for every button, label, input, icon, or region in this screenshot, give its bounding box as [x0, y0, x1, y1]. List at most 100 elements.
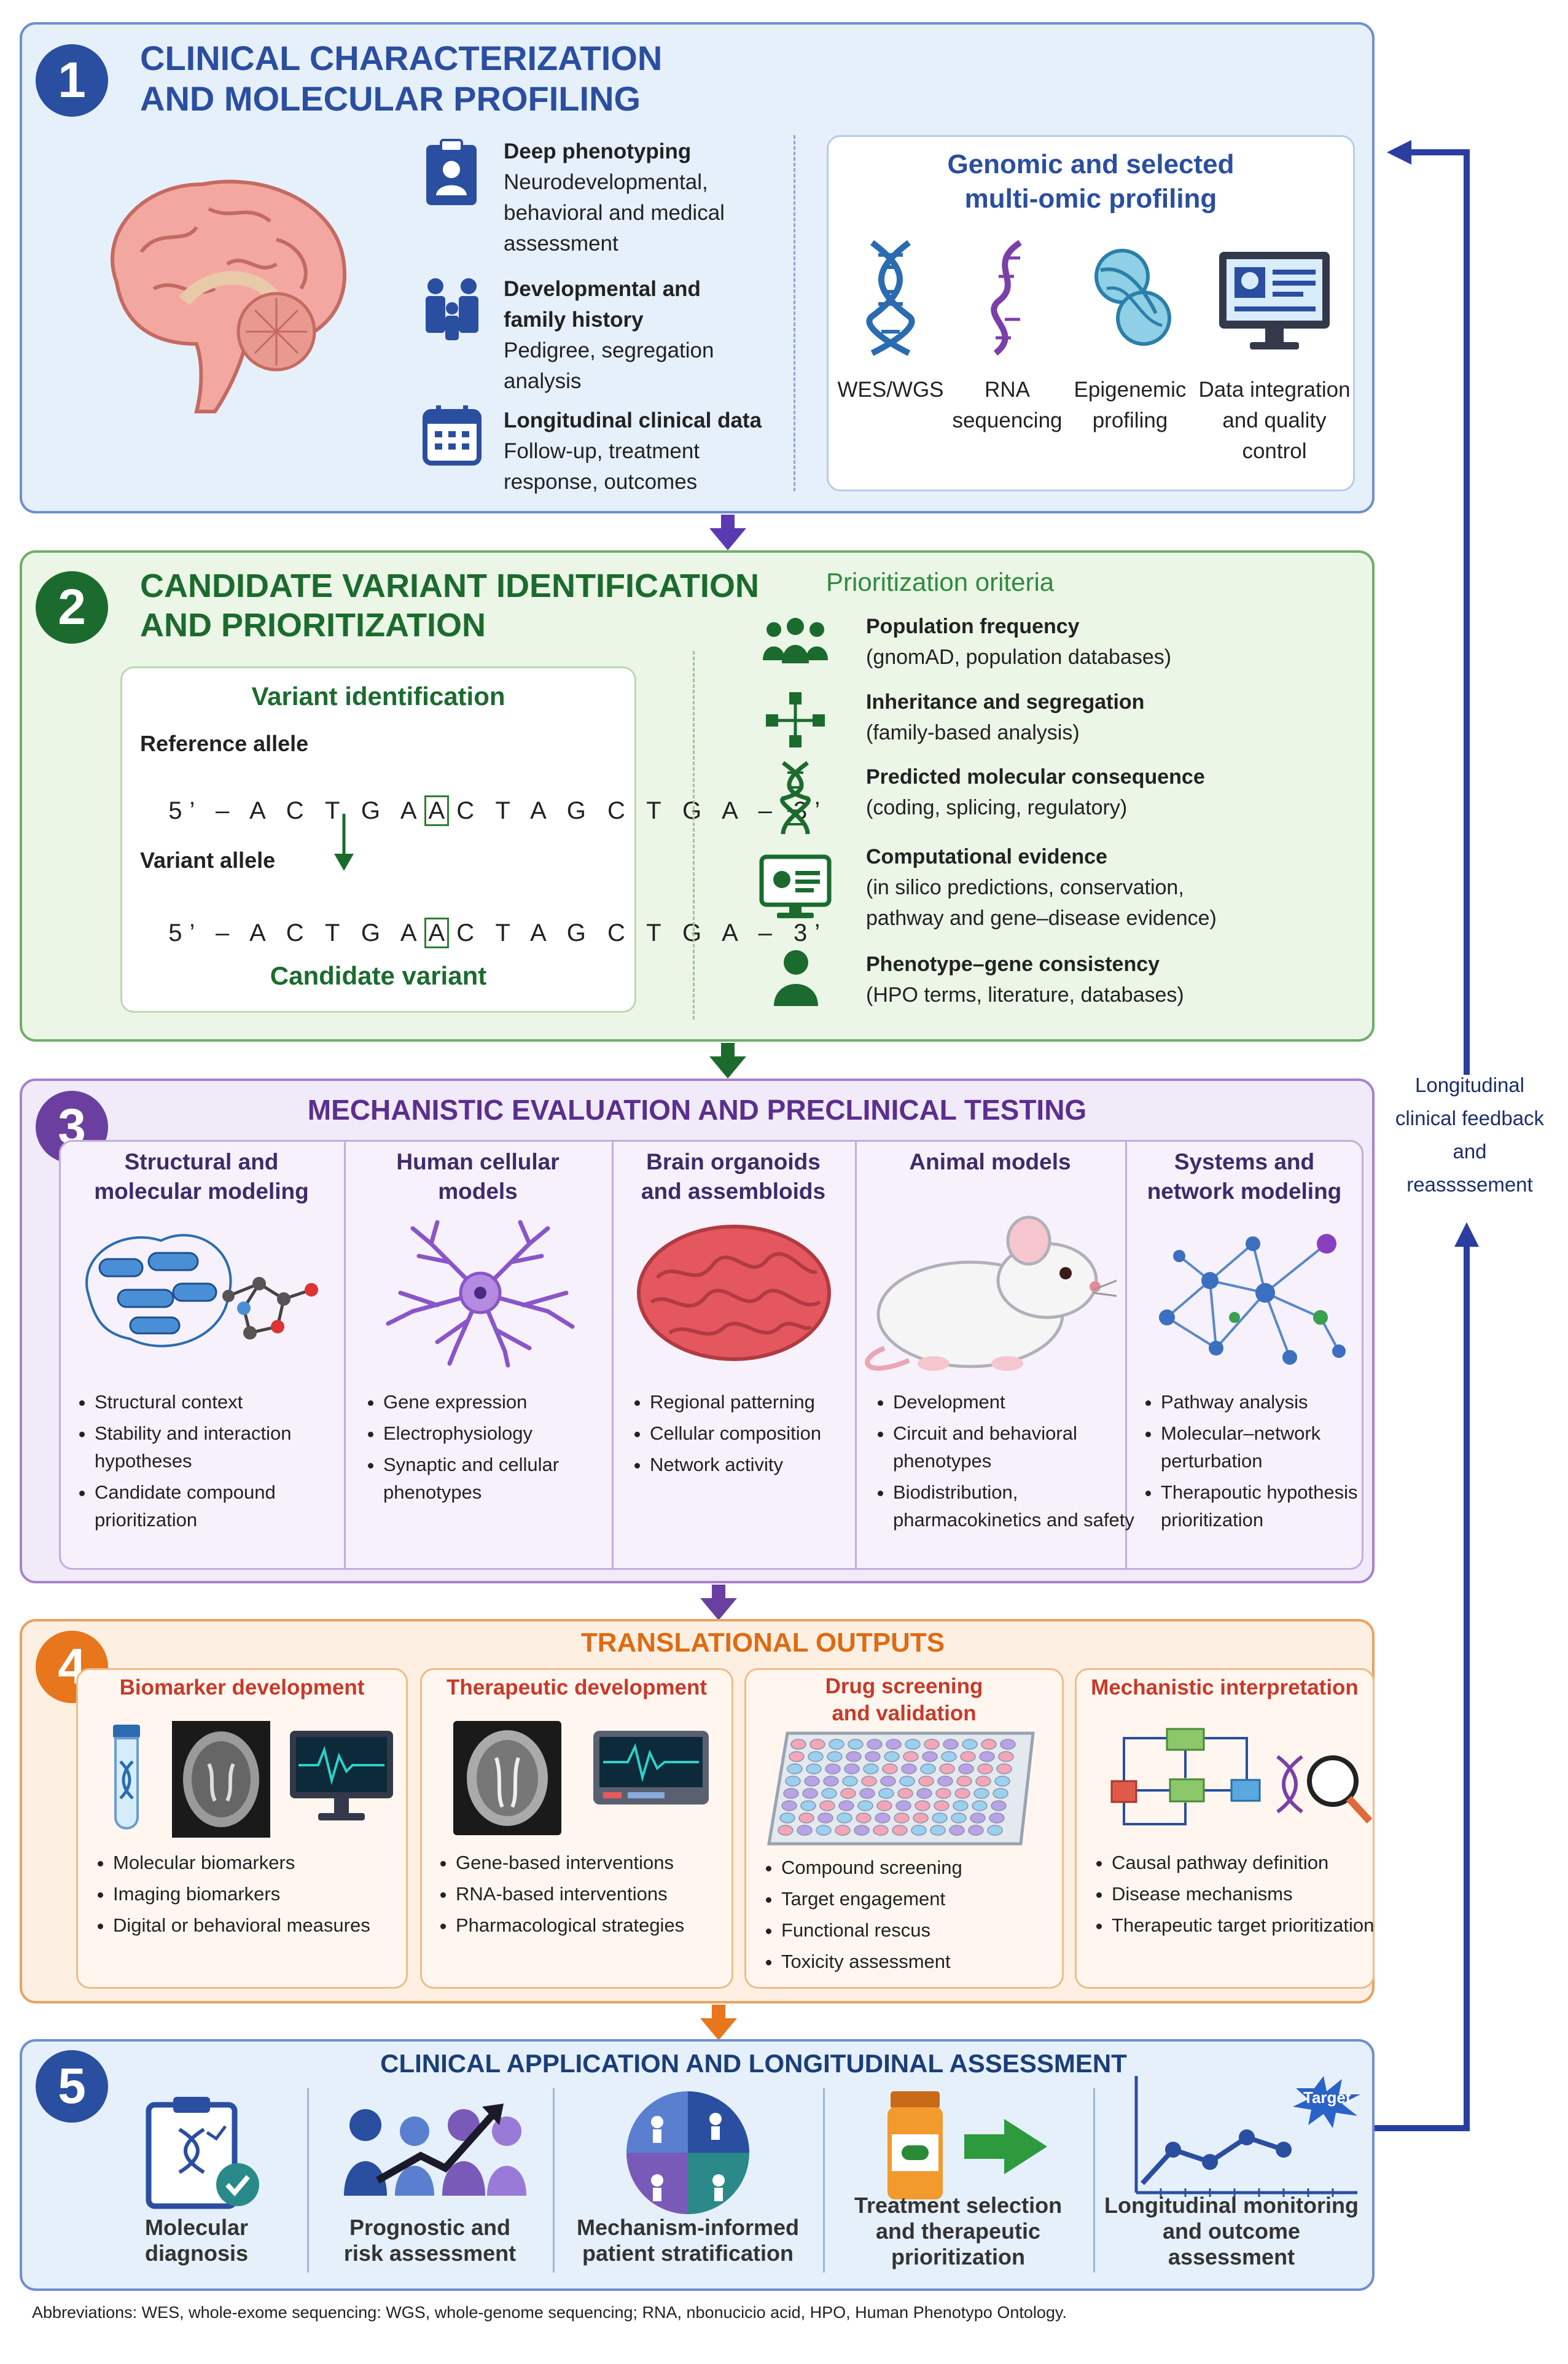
plate-well	[779, 1812, 795, 1824]
plate-well	[804, 1776, 820, 1787]
plate-well	[797, 1825, 813, 1836]
s4-col4-title: Mechanistic interpretation	[1091, 1675, 1359, 1699]
bullet: Stability and interaction hypotheses	[95, 1419, 353, 1475]
variant-allele-label: Variant allele	[140, 848, 276, 873]
plate-well	[924, 1739, 940, 1750]
plate-well	[918, 1776, 934, 1787]
variant-down-arrow	[334, 814, 354, 871]
plate-well	[819, 1800, 835, 1811]
plate-well	[838, 1800, 854, 1811]
section-1-number: 1	[36, 44, 108, 117]
bullet: Disease mechanisms	[1112, 1880, 1388, 1908]
s4-col2-bullets: Gene-based interventions RNA-based inter…	[434, 1849, 744, 1943]
plate-well	[882, 1763, 898, 1774]
plate-well	[920, 1763, 936, 1774]
pathway-diagram-icon	[1110, 1728, 1373, 1825]
bullet: Pharmacological strategies	[456, 1911, 744, 1939]
plate-well	[863, 1763, 879, 1774]
s3-col5-bullets: Pathway analysis Molecular–network pertu…	[1139, 1388, 1388, 1537]
bullet: Cellular composition	[650, 1419, 871, 1447]
plate-well	[991, 1800, 1007, 1811]
plate-well	[854, 1825, 870, 1836]
plate-well	[783, 1788, 799, 1799]
section-3-title: MECHANISTIC EVALUATION AND PRECLINICAL T…	[307, 1094, 1087, 1126]
monitor-waveform-icon	[593, 1731, 709, 1804]
epigenetic-icon	[1094, 249, 1171, 346]
plate-well	[960, 1751, 976, 1762]
plate-well	[989, 1812, 1005, 1824]
family-icon	[426, 278, 478, 340]
plate-well	[895, 1800, 911, 1811]
bullet: Target engagement	[781, 1885, 1076, 1913]
stratification-pie-icon	[626, 2091, 749, 2214]
plate-well	[956, 1776, 972, 1787]
flow-arrow-1-2	[709, 515, 746, 550]
brain-mri-icon	[172, 1721, 270, 1838]
plate-well	[916, 1788, 932, 1799]
plate-well	[968, 1825, 984, 1836]
plate-well	[981, 1739, 997, 1750]
plate-well	[994, 1776, 1010, 1787]
protein-structure-icon	[85, 1234, 318, 1348]
bullet: Molecular–network perturbation	[1161, 1419, 1388, 1475]
s3-col2-bullets: Gene expression Electrophysiology Synapt…	[361, 1388, 623, 1510]
plate-well	[825, 1763, 841, 1774]
s4-col1-title: Biomarker development	[119, 1675, 365, 1699]
bullet: Gene expression	[383, 1388, 623, 1416]
plate-well	[875, 1812, 891, 1824]
ref-highlighted-base: A	[424, 795, 450, 826]
plate-well	[867, 1739, 883, 1750]
organoid-icon	[637, 1225, 831, 1361]
candidate-variant-label: Candidate variant	[270, 961, 487, 990]
section-5-title: CLINICAL APPLICATION AND LONGITUDINAL AS…	[380, 2049, 1127, 2078]
population-icon	[763, 618, 828, 663]
criterion-inheritance: Inheritance and segregation(family-based…	[866, 690, 1145, 744]
s5-divider-4	[1093, 2088, 1095, 2272]
s4-col1-bullets: Molecular biomarkers Imaging biomarkers …	[91, 1849, 414, 1943]
plate-well	[937, 1776, 953, 1787]
bullet: Therapeutic target prioritization	[1112, 1911, 1388, 1939]
omics-label-wes: WES/WGS	[837, 378, 944, 402]
dna-consequence-icon	[780, 761, 811, 835]
bullet: Therapoutic hypothesis prioritization	[1161, 1478, 1388, 1534]
plate-well	[800, 1800, 816, 1811]
s4-col4-box	[1075, 1668, 1375, 1989]
plate-well	[958, 1763, 974, 1774]
dna-icon	[866, 240, 915, 356]
plate-well	[922, 1751, 938, 1762]
plate-well	[790, 1739, 806, 1750]
plate-well	[878, 1788, 894, 1799]
bullet: Imaging biomarkers	[113, 1880, 414, 1908]
plate-well	[787, 1763, 803, 1774]
plate-well	[913, 1812, 929, 1824]
bullet: Network activity	[650, 1451, 871, 1478]
section-2-divider	[693, 651, 695, 1020]
plate-well	[911, 1825, 927, 1836]
pedigree-icon	[766, 692, 825, 747]
var-highlighted-base: A	[424, 918, 450, 948]
people-trend-icon	[344, 2104, 526, 2196]
bullet: Structural context	[95, 1388, 353, 1416]
s3-col4-bullets: Development Circuit and behavioral pheno…	[871, 1388, 1139, 1537]
plate-well	[884, 1751, 900, 1762]
s3-divider-1	[344, 1141, 346, 1569]
network-icon	[1159, 1234, 1346, 1365]
plate-well	[848, 1739, 864, 1750]
plate-well	[975, 1776, 991, 1787]
well-plate-icon	[767, 1731, 1035, 1846]
plate-well	[915, 1800, 930, 1811]
item-longitudinal-data: Longitudinal clinical data Follow-up, tr…	[504, 408, 762, 494]
bullet: Digital or behavioral measures	[113, 1911, 414, 1939]
ref-prefix: 5’ – A C T G A	[168, 797, 424, 824]
